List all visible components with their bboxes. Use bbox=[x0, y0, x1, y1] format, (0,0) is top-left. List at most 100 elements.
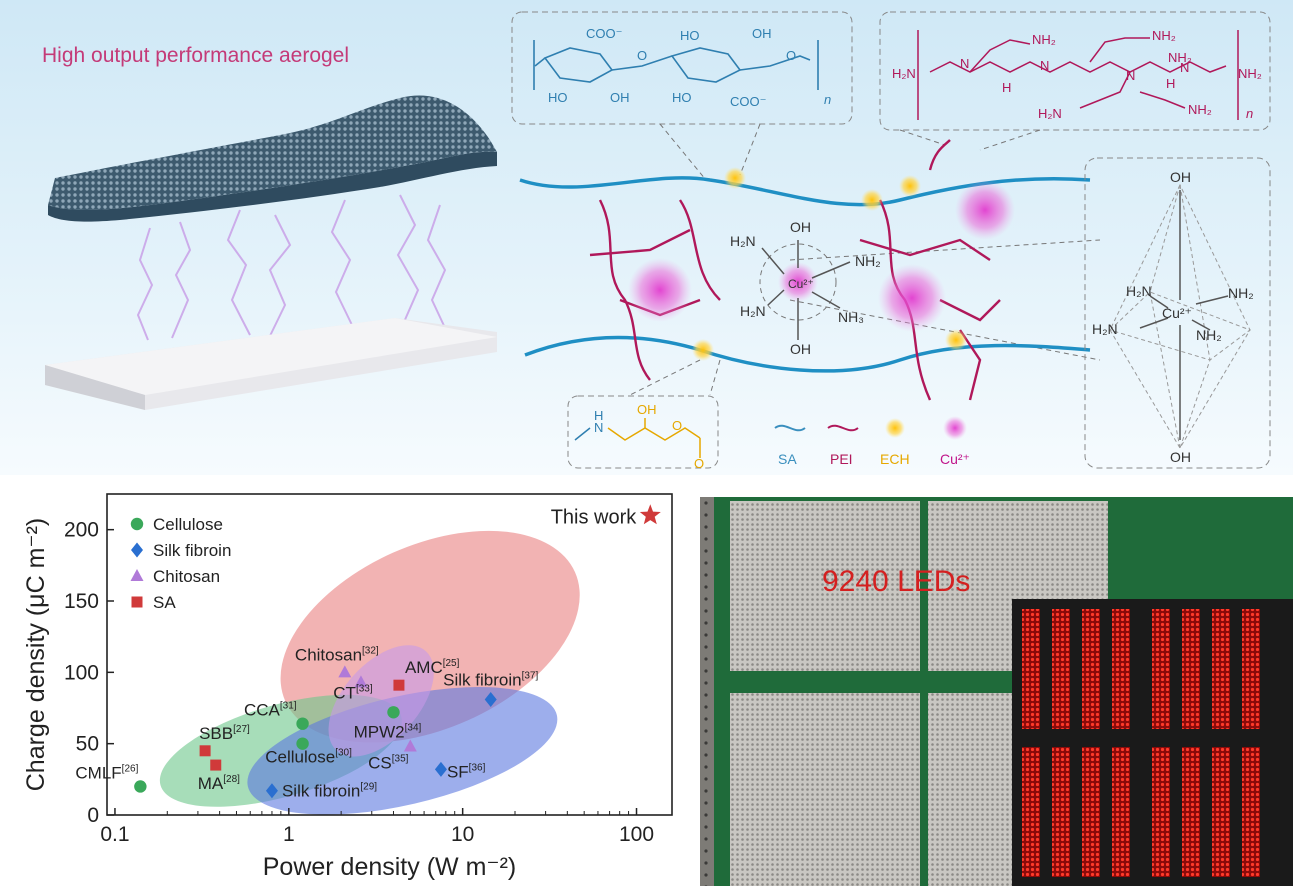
legend-pei: PEI bbox=[830, 451, 853, 467]
data-label: MPW2[34] bbox=[354, 722, 422, 741]
svg-text:OH: OH bbox=[637, 402, 657, 417]
ech-crosslinks bbox=[692, 167, 967, 361]
data-label: MA[28] bbox=[198, 774, 240, 793]
svg-text:NH₂: NH₂ bbox=[855, 253, 881, 269]
point-cs bbox=[403, 739, 417, 752]
svg-text:OH: OH bbox=[1170, 169, 1191, 185]
data-label: CCA[31] bbox=[244, 701, 297, 720]
legend-marker bbox=[131, 542, 143, 558]
legend-label: Chitosan bbox=[153, 567, 220, 586]
svg-text:NH₂: NH₂ bbox=[1032, 32, 1056, 47]
y-axis: 0 50 100 150 200 bbox=[64, 519, 114, 827]
svg-text:COO⁻: COO⁻ bbox=[586, 26, 622, 41]
svg-text:COO⁻: COO⁻ bbox=[730, 94, 766, 109]
legend-cu-icon bbox=[943, 416, 967, 440]
sa-structure: COO⁻ COO⁻ HO OH HO OH O O HO n bbox=[511, 11, 853, 125]
data-label: Silk fibroin[37] bbox=[443, 670, 538, 689]
legend-label: Silk fibroin bbox=[153, 541, 231, 560]
svg-text:NH₂: NH₂ bbox=[1188, 102, 1212, 117]
data-label: AMC[25] bbox=[405, 658, 460, 677]
legend-marker bbox=[130, 569, 144, 581]
svg-text:NH₂: NH₂ bbox=[1152, 28, 1176, 43]
point-chitosan bbox=[338, 665, 352, 678]
y-tick-label: 200 bbox=[64, 519, 99, 542]
svg-text:n: n bbox=[1246, 106, 1253, 121]
electrode-plate bbox=[45, 318, 497, 410]
svg-text:NH₂: NH₂ bbox=[1168, 50, 1192, 65]
x-tick-label: 0.1 bbox=[100, 823, 129, 846]
svg-text:N: N bbox=[1040, 58, 1049, 73]
point-silk-fibroin bbox=[484, 691, 497, 707]
x-axis-label: Power density (W m⁻²) bbox=[263, 853, 517, 881]
y-tick-label: 100 bbox=[64, 661, 99, 684]
led-photo-svg: 9240 LEDs bbox=[700, 497, 1293, 886]
led-count-label: 9240 LEDs bbox=[822, 565, 970, 598]
data-label: SBB[27] bbox=[199, 724, 250, 743]
y-tick-label: 150 bbox=[64, 590, 99, 613]
cu-ions bbox=[628, 180, 1015, 332]
point-mpw2 bbox=[387, 706, 400, 719]
svg-text:N: N bbox=[1180, 60, 1189, 75]
point-cmlf bbox=[134, 780, 147, 793]
svg-text:N: N bbox=[1126, 68, 1135, 83]
point-cellulose bbox=[296, 737, 309, 750]
region-blue bbox=[247, 687, 558, 815]
legend-pei-icon bbox=[827, 424, 859, 432]
svg-text:H: H bbox=[1166, 76, 1175, 91]
svg-text:NH₂: NH₂ bbox=[1238, 66, 1262, 81]
plot-frame bbox=[106, 493, 673, 816]
svg-text:H₂N: H₂N bbox=[1038, 106, 1062, 121]
data-label: CMLF[26] bbox=[75, 763, 138, 782]
data-label: This work bbox=[551, 506, 638, 528]
svg-text:OH: OH bbox=[752, 26, 772, 41]
data-points bbox=[134, 504, 661, 799]
svg-text:n: n bbox=[824, 92, 831, 107]
legend-marker bbox=[131, 596, 143, 608]
point-sbb bbox=[199, 745, 211, 757]
svg-text:OH: OH bbox=[790, 341, 811, 357]
svg-text:H₂N: H₂N bbox=[1092, 321, 1118, 337]
x-tick-label: 100 bbox=[619, 823, 654, 846]
schematic-legend: SA PEI ECH Cu²⁺ bbox=[774, 416, 970, 467]
pei-chains bbox=[589, 139, 1001, 401]
y-axis-label: Charge density (μC m⁻²) bbox=[22, 518, 50, 792]
legend-marker bbox=[130, 517, 144, 531]
data-label: Chitosan[32] bbox=[295, 645, 379, 664]
zoom-guides bbox=[629, 123, 1101, 396]
point-silk-fibroin bbox=[265, 783, 278, 799]
aerogel-sheet bbox=[48, 95, 497, 222]
svg-text:O: O bbox=[786, 48, 796, 63]
data-label: Cellulose[30] bbox=[265, 748, 352, 767]
x-tick-label: 10 bbox=[451, 823, 474, 846]
svg-text:Cu²⁺: Cu²⁺ bbox=[1162, 305, 1192, 321]
point-ct bbox=[354, 675, 368, 688]
svg-text:H: H bbox=[1002, 80, 1011, 95]
legend-ech: ECH bbox=[880, 451, 910, 467]
svg-text:H: H bbox=[594, 408, 603, 423]
octahedron-structure: Cu²⁺ OH H₂N NH₂ H₂N NH₂ OH bbox=[1084, 157, 1271, 469]
pei-structure: NH₂ NH₂ NH₂ H₂N NH₂ H₂N NH₂ N N N N H H … bbox=[879, 11, 1271, 131]
y-tick-label: 50 bbox=[76, 733, 99, 756]
svg-text:H₂N: H₂N bbox=[1126, 283, 1152, 299]
schematic-svg: High output performance aerogel COO bbox=[0, 0, 1293, 475]
svg-text:OH: OH bbox=[790, 219, 811, 235]
y-tick-label: 0 bbox=[87, 804, 99, 827]
data-label: CT[33] bbox=[333, 683, 373, 702]
svg-text:NH₃: NH₃ bbox=[838, 309, 864, 325]
point-this-work bbox=[639, 504, 661, 525]
data-label: SF[36] bbox=[447, 762, 486, 781]
chart-regions bbox=[159, 530, 580, 815]
svg-text:H₂N: H₂N bbox=[892, 66, 916, 81]
svg-text:HO: HO bbox=[548, 90, 568, 105]
led-inset-lit bbox=[1012, 599, 1293, 886]
legend-sa: SA bbox=[778, 451, 797, 467]
svg-text:O: O bbox=[637, 48, 647, 63]
data-label: CS[35] bbox=[368, 754, 409, 773]
legend-label: Cellulose bbox=[153, 515, 223, 534]
lightning-discharge bbox=[136, 194, 447, 341]
svg-text:HO: HO bbox=[680, 28, 700, 43]
